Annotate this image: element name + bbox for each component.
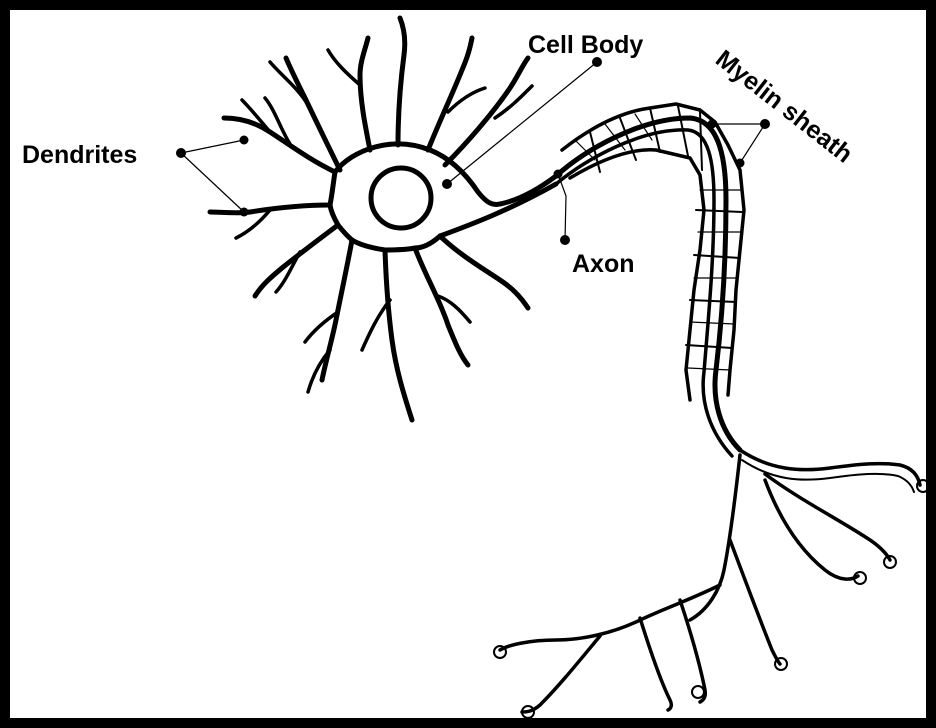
axon-label: Axon (572, 250, 635, 278)
cell-body-label: Cell Body (528, 31, 643, 59)
terminal-bouton (494, 646, 506, 658)
terminal-bouton (692, 686, 704, 698)
dendrites-bottom (362, 236, 528, 420)
axon-terminals (494, 450, 929, 718)
dendrites-label: Dendrites (22, 141, 137, 169)
cell-body (330, 144, 556, 250)
nucleus (371, 168, 431, 228)
myelin-sheath-label: Myelin sheath (710, 45, 858, 169)
